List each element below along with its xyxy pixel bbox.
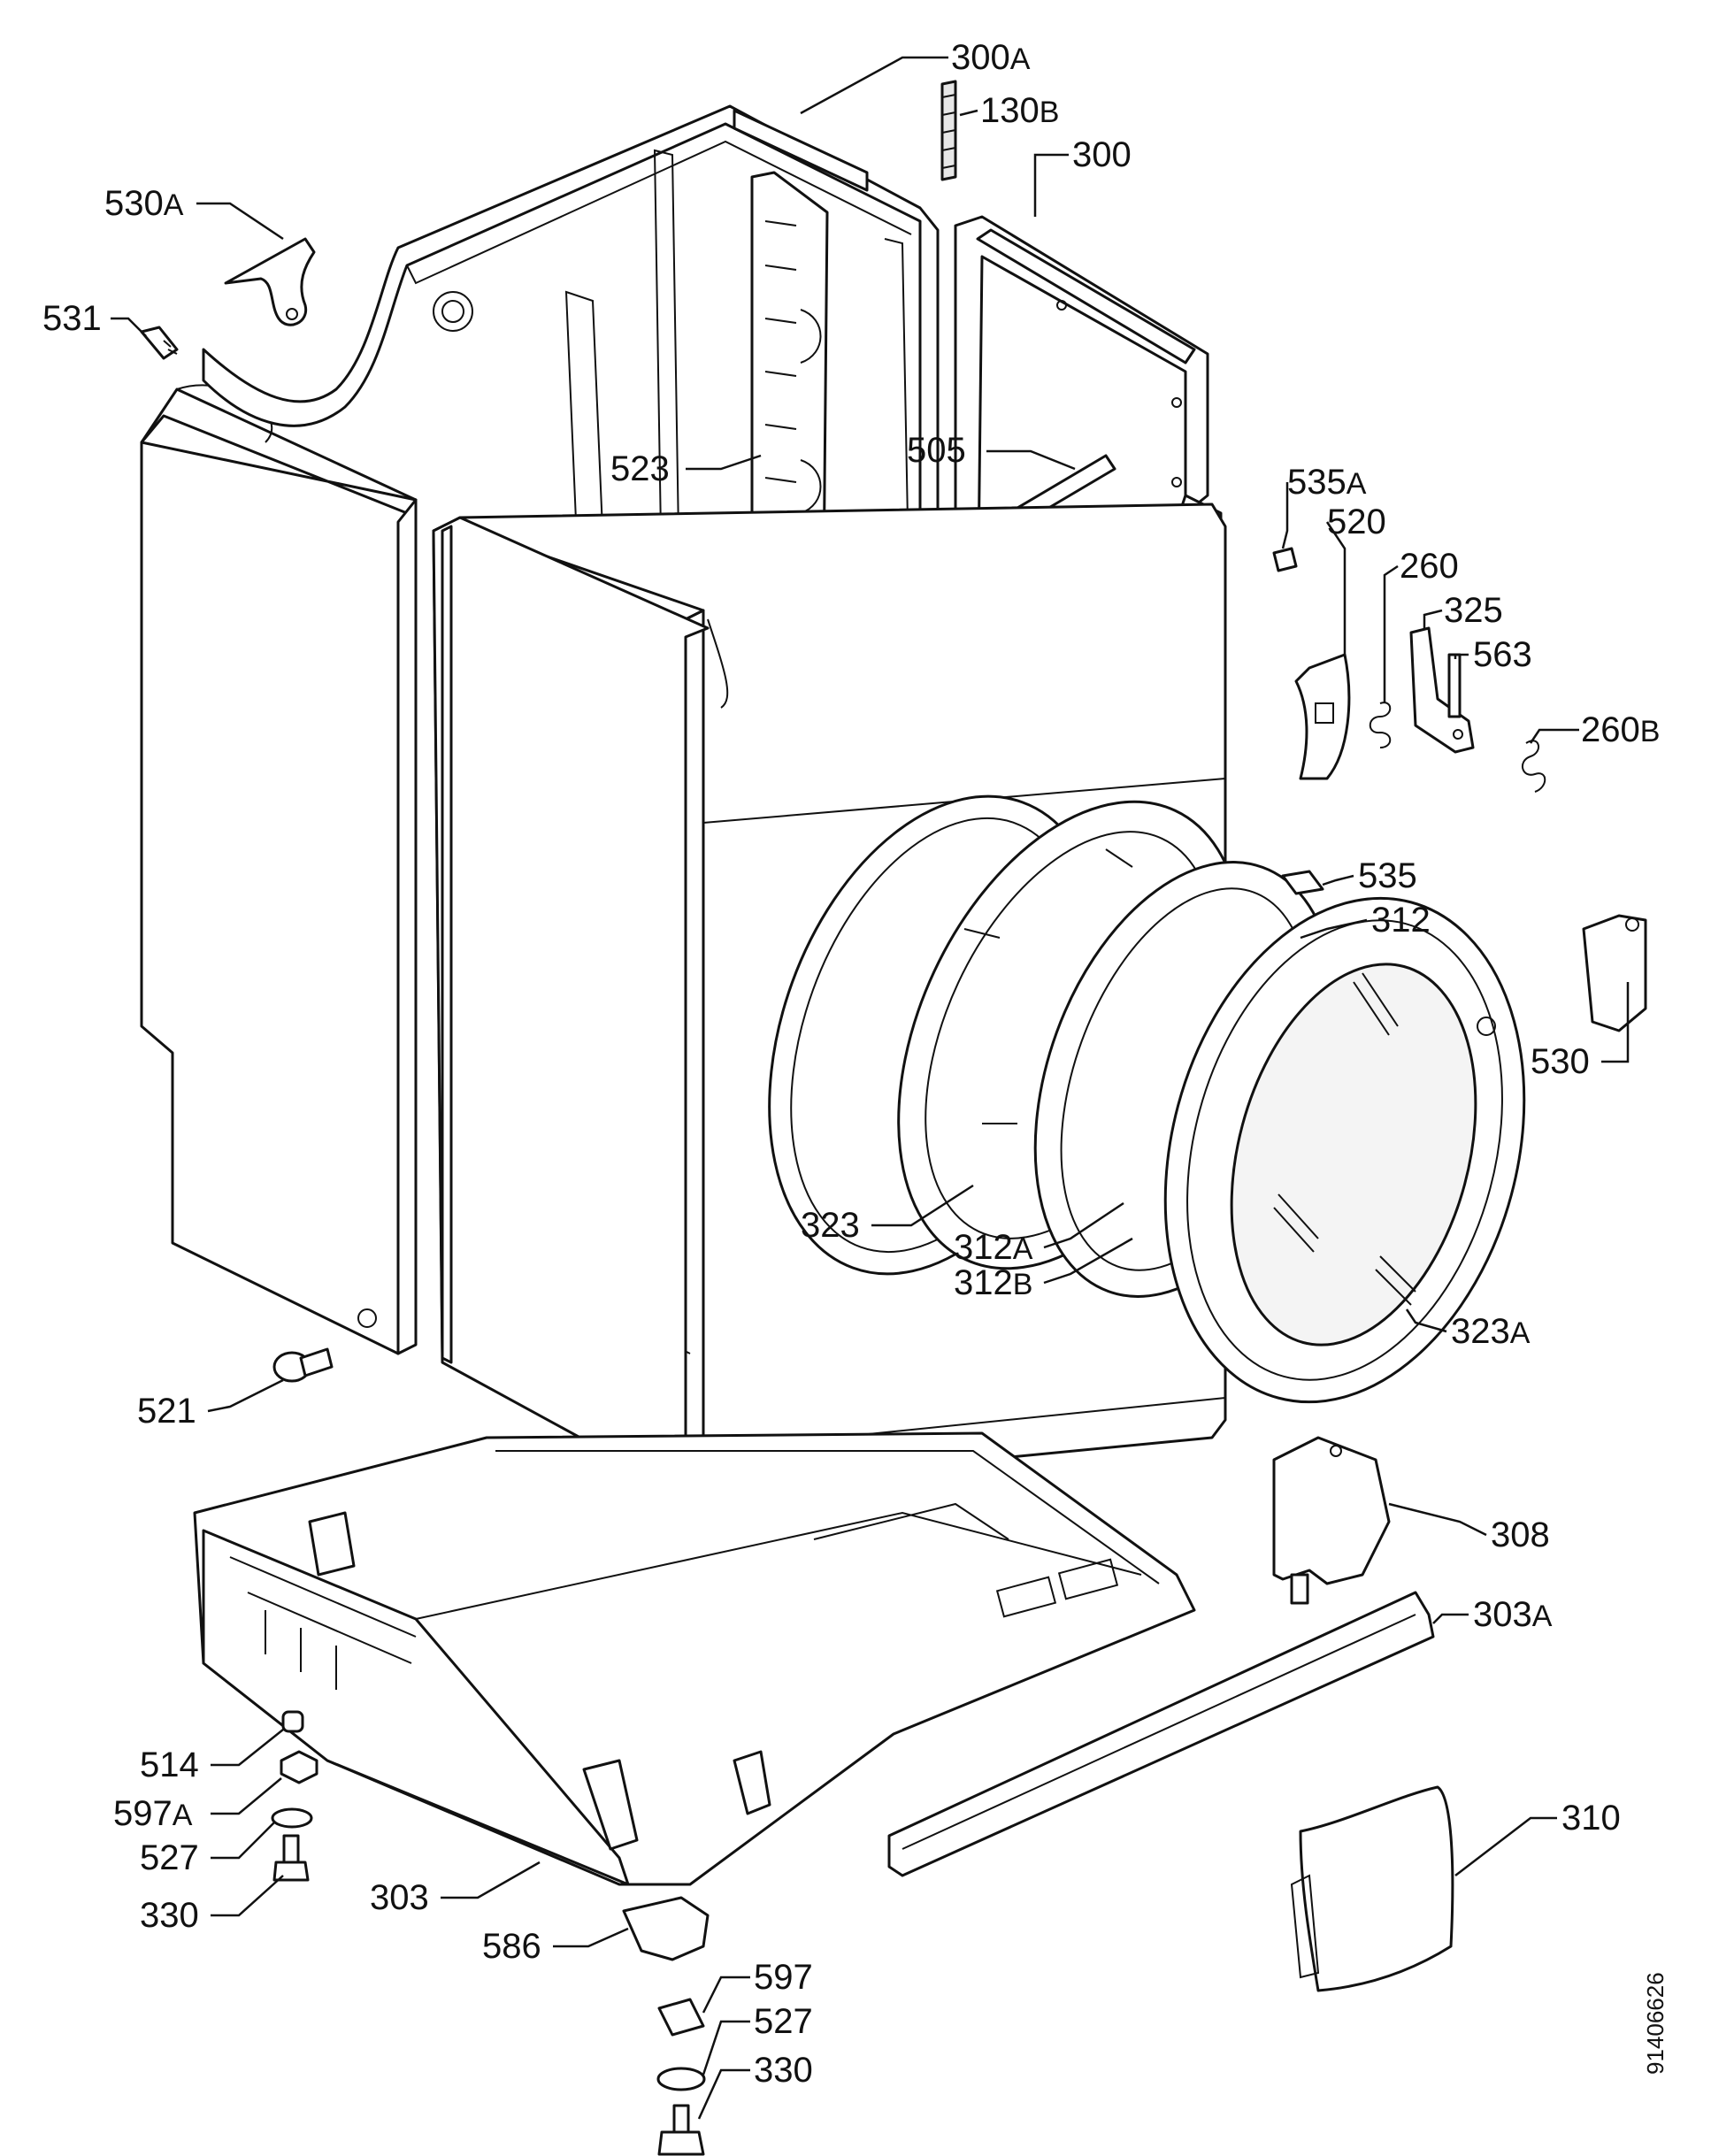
base-frame (193, 1431, 1196, 1886)
lever-part (1409, 626, 1475, 754)
label-523: 523 (610, 449, 670, 488)
label-531: 531 (42, 299, 102, 338)
strip-part (940, 80, 957, 181)
document-number: 91406626 (1642, 1972, 1669, 2075)
screw-531 (140, 326, 179, 360)
label-303A: 303A (1473, 1595, 1553, 1634)
label-312B: 312B (954, 1263, 1032, 1302)
lock-plate (1294, 653, 1351, 780)
label-323: 323 (801, 1206, 860, 1245)
leader-lines (111, 56, 1630, 2120)
spring-part (1369, 702, 1392, 748)
label-563: 563 (1473, 635, 1532, 674)
label-130B: 130B (980, 91, 1059, 130)
label-597A: 597A (113, 1794, 193, 1833)
button-part (1272, 547, 1298, 572)
label-303: 303 (370, 1878, 429, 1917)
label-325: 325 (1444, 591, 1503, 630)
label-530A: 530A (104, 184, 184, 223)
bracket-part (1272, 1436, 1391, 1605)
side-panel-rear (140, 384, 418, 1355)
spring-b-part (1522, 740, 1546, 793)
hinge-part (1582, 914, 1647, 1032)
label-597: 597 (754, 1958, 813, 1997)
door-glass-assembly (1163, 896, 1526, 1404)
label-300: 300 (1072, 135, 1132, 174)
label-530: 530 (1531, 1042, 1590, 1081)
label-308: 308 (1491, 1515, 1550, 1554)
label-586: 586 (482, 1927, 541, 1966)
pin-535 (1281, 870, 1324, 895)
label-520: 520 (1327, 503, 1386, 541)
part-labels: 300A 130B 300 530A 531 523 505 535A 520 … (42, 38, 1660, 2090)
label-260B: 260B (1581, 710, 1660, 749)
label-323A: 323A (1451, 1312, 1531, 1351)
label-310: 310 (1561, 1799, 1621, 1838)
side-panel-front (432, 516, 710, 1497)
label-535A: 535A (1287, 463, 1367, 502)
filter-cover (1290, 1785, 1454, 1992)
foot-right-assembly (622, 1896, 710, 2156)
label-330-right: 330 (754, 2051, 813, 2090)
label-260: 260 (1400, 547, 1459, 586)
hinge-top-part (224, 237, 316, 326)
label-514: 514 (140, 1746, 199, 1784)
label-330-left: 330 (140, 1896, 199, 1935)
kickplate (887, 1591, 1435, 1877)
screw-521 (272, 1347, 334, 1383)
label-521: 521 (137, 1392, 196, 1431)
label-527-right: 527 (754, 2002, 813, 2041)
label-527-left: 527 (140, 1838, 199, 1877)
label-312: 312 (1371, 901, 1431, 940)
label-505: 505 (907, 431, 966, 470)
label-535: 535 (1358, 856, 1417, 895)
label-312A: 312A (954, 1228, 1033, 1267)
label-300A: 300A (951, 38, 1031, 77)
pin-part (1447, 653, 1462, 718)
